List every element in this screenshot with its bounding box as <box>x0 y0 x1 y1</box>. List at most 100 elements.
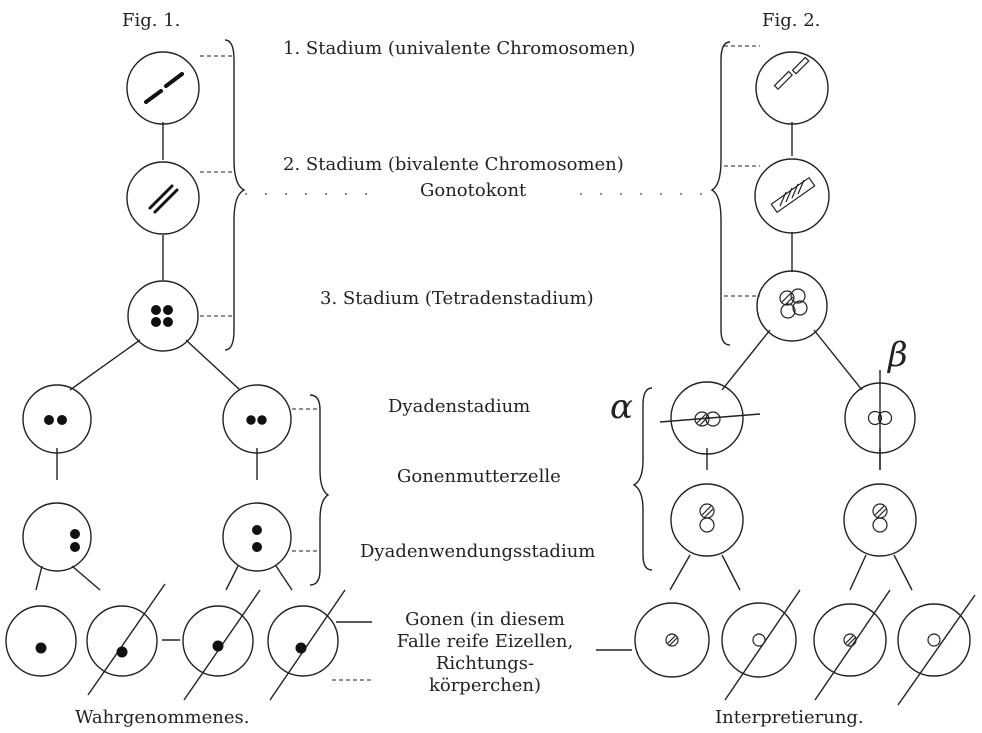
f2-link-3-ar <box>813 329 863 391</box>
f2-link-bl-c1 <box>669 554 691 591</box>
f1-cell-stage1 <box>126 51 200 125</box>
f2-hatch-w2 <box>703 508 714 519</box>
f2-hatch-w4 <box>876 508 887 519</box>
f1-dyad-l-dot-1 <box>44 415 54 425</box>
dyad-label: Dyadenstadium <box>388 396 531 417</box>
f2-hatch-w3 <box>874 505 885 516</box>
f2-link-3-al <box>721 329 771 391</box>
caption-left: Wahrgenommenes. <box>75 707 250 728</box>
f1-chromosome-bivalent-a <box>148 184 174 210</box>
f2-chromosome-univalent-b <box>791 56 810 75</box>
f2-slash-4 <box>897 594 976 706</box>
f2-cell-stage3 <box>756 270 828 342</box>
f1-wend-r-dot-2 <box>252 542 262 552</box>
stage3-label: 3. Stadium (Tetradenstadium) <box>320 288 594 309</box>
f2-bivalent-hatch-2 <box>785 187 793 203</box>
f2-cell-alpha <box>670 381 744 455</box>
f1-tetrad-dot-1 <box>151 305 161 315</box>
f2-chromosome-univalent-a <box>773 70 794 91</box>
stage1-label: 1. Stadium (univalente Chromosomen) <box>283 38 636 59</box>
f2-wend-r-top <box>872 503 888 519</box>
f1-tetrad-dot-3 <box>151 317 161 327</box>
brace-fig2-dyad <box>632 387 653 571</box>
f1-cell-wend-left <box>22 502 92 572</box>
f1-dyad-r-dot-2 <box>257 415 267 425</box>
fig1-title: Fig. 1. <box>122 10 181 31</box>
f2-wend-r-bottom <box>872 517 888 533</box>
f2-hatch-a1 <box>696 413 707 424</box>
f2-cell-gone-2 <box>721 602 797 678</box>
f2-hatch-g3b <box>846 636 857 647</box>
f2-bivalent-hatch-3 <box>791 183 799 199</box>
f2-cell-wend-left <box>670 483 744 557</box>
f1-cell-dyad-right <box>222 384 292 454</box>
f1-chromosome-univalent-a <box>144 89 163 104</box>
f2-link-bl-c2 <box>721 554 741 591</box>
gonen-line1: Gonen (in diesem <box>405 609 565 630</box>
f1-cell-dyad-left <box>22 384 92 454</box>
f2-hatch-t1 <box>781 292 792 303</box>
gonen-line4: körperchen) <box>428 675 542 696</box>
f2-wend-l-bottom <box>699 517 715 533</box>
f2-bivalent-hatch-4 <box>797 179 805 195</box>
f2-tetrad-1 <box>779 290 795 306</box>
f2-link-br-c4 <box>893 554 913 591</box>
f2-hatch-t2 <box>784 296 794 306</box>
f2-tetrad-3 <box>780 303 796 319</box>
f1-dyad-l-dot-2 <box>57 415 67 425</box>
f2-alpha-dyad-2 <box>705 411 721 427</box>
f2-hatch-g1b <box>668 636 679 647</box>
alpha-label: α <box>610 387 633 427</box>
dyadwend-label: Dyadenwendungsstadium <box>360 541 596 562</box>
gonenmutter-label: Gonenmutterzelle <box>397 466 561 487</box>
gonen-pointers <box>336 621 632 651</box>
f1-cell-stage3 <box>127 280 199 352</box>
stage2-label: 2. Stadium (bivalente Chromosomen) <box>283 154 624 175</box>
beta-label: β <box>888 335 908 375</box>
f2-contents <box>665 56 941 647</box>
f1-gone-2-dot <box>116 646 128 658</box>
f1-slash-4 <box>269 589 346 701</box>
brackets <box>224 39 731 586</box>
leaders <box>200 45 760 681</box>
f2-hatch-g1 <box>666 634 677 645</box>
f2-alpha-cut <box>659 413 761 423</box>
f1-cell-gone-2 <box>86 605 158 677</box>
fig2-title: Fig. 2. <box>762 10 821 31</box>
f2-gone-1-body <box>665 633 679 647</box>
f2-beta-dyad-1 <box>867 410 883 426</box>
f2-hatch-a2 <box>698 416 709 427</box>
brace-fig1-stages <box>224 39 246 351</box>
f2-tetrad-2 <box>790 288 806 304</box>
f1-chromosome-univalent-b <box>164 72 184 88</box>
f1-cell-gone-3 <box>182 605 254 677</box>
f2-gone-2-body <box>752 633 766 647</box>
brace-fig1-dyad <box>309 394 330 586</box>
f1-link-3-dr <box>185 339 241 391</box>
brace-fig2-stages <box>710 41 731 346</box>
gonen-line3: Richtungs- <box>435 653 535 674</box>
f1-gone-4-dot <box>295 642 307 654</box>
f2-cell-stage2 <box>754 158 830 234</box>
gonen-line2: Falle reife Eizellen, <box>396 631 574 652</box>
f1-cell-stage2 <box>126 161 200 235</box>
f2-hatch-g3 <box>844 634 855 645</box>
f1-dyad-r-dot-1 <box>246 415 256 425</box>
f1-link-wl-g1 <box>35 565 43 591</box>
f1-chromosome-bivalent-b <box>153 188 179 214</box>
f2-tetrad-4 <box>792 300 808 316</box>
f2-cell-wend-right <box>843 483 917 557</box>
f1-link-3-dl <box>69 339 141 391</box>
f2-beta-dyad-2 <box>877 410 893 426</box>
f2-alpha-dyad-1 <box>694 411 710 427</box>
f1-slash-2 <box>87 583 166 696</box>
caption-right: Interpretierung. <box>715 707 864 728</box>
f1-contents <box>35 72 307 658</box>
f1-gone-3-dot <box>212 640 224 652</box>
f2-hatch-w1 <box>701 505 712 516</box>
f2-wend-l-top <box>699 503 715 519</box>
f1-link-wr-g4 <box>275 565 293 591</box>
f1-cell-wend-right <box>222 502 292 572</box>
f1-link-wr-g3 <box>225 565 239 591</box>
